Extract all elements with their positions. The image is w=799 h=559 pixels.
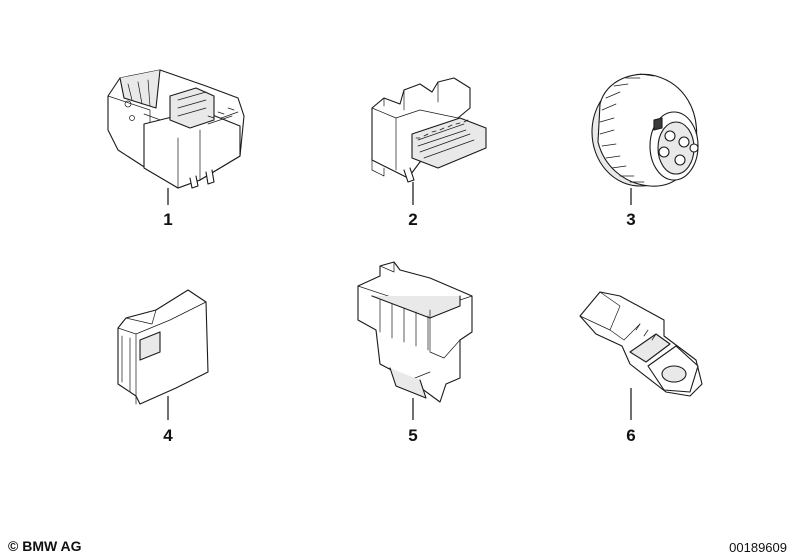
connector-part-2[interactable] — [371, 77, 487, 183]
part-number-1: 1 — [163, 210, 173, 229]
connector-part-4[interactable] — [117, 289, 209, 405]
copyright-text: © BMW AG — [8, 538, 82, 554]
connector-part-5[interactable] — [357, 261, 473, 403]
part-number-6: 6 — [626, 426, 636, 445]
connector-part-1[interactable] — [107, 69, 245, 189]
diagram-number: 00189609 — [729, 540, 787, 555]
part-number-5: 5 — [408, 426, 418, 445]
part-number-2: 2 — [408, 210, 418, 229]
part-number-3: 3 — [626, 210, 636, 229]
connector-part-6[interactable] — [579, 291, 703, 397]
part-number-4: 4 — [163, 426, 173, 445]
connector-part-3[interactable] — [591, 73, 699, 187]
